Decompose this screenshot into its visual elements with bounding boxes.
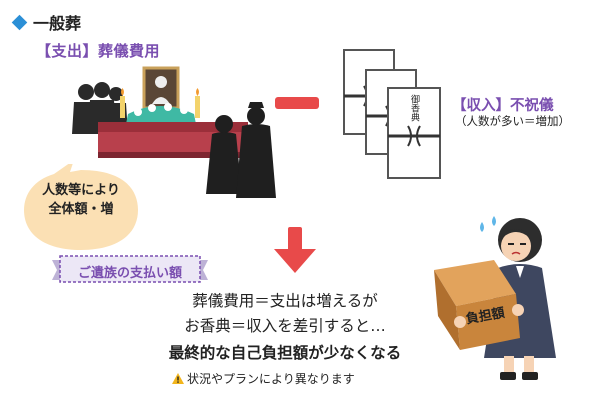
- speech-bubble-text: 人数等により 全体額・増: [22, 181, 140, 219]
- minus-sign: [275, 97, 319, 109]
- burden-box: 負担額: [434, 260, 520, 350]
- speech-bubble-line-1: 人数等により: [42, 183, 120, 198]
- candle-left: [120, 96, 125, 118]
- envelope-label: 御香典: [409, 93, 420, 122]
- section-title: 一般葬: [33, 14, 82, 33]
- expense-label: 【支出】葬儀費用: [36, 42, 161, 60]
- explanation-line-2: お香典＝収入を差引すると…: [184, 317, 386, 335]
- speech-bubble: [24, 164, 138, 250]
- ribbon-banner: [52, 255, 208, 283]
- woman-carrying-box-illustration: 負担額: [434, 216, 556, 380]
- income-label: 【収入】不祝儀: [452, 98, 554, 114]
- envelope: [387, 87, 441, 179]
- memorial-portrait: [142, 66, 180, 110]
- mourners-right-silhouette: [206, 102, 276, 198]
- disclaimer-note: 状況やプランにより異なります: [172, 370, 355, 387]
- warning-icon: [172, 373, 184, 384]
- explanation-line-1: 葬儀費用＝支出は増えるが: [192, 292, 378, 310]
- blue-diamond-icon: [11, 14, 28, 30]
- down-arrow-icon: [274, 227, 316, 273]
- income-note: （人数が多い＝増加）: [455, 114, 570, 128]
- disclaimer-text: 状況やプランにより異なります: [187, 372, 355, 386]
- box-label: 負担額: [465, 305, 506, 328]
- explanation-conclusion: 最終的な自己負担額が少なくなる: [168, 344, 402, 362]
- speech-bubble-line-2: 全体額・増: [48, 202, 114, 217]
- section-header: 一般葬: [11, 10, 82, 34]
- altar-flowers: [126, 103, 196, 124]
- koden-envelopes-illustration: 御香典: [343, 49, 441, 179]
- candle-right: [195, 96, 200, 118]
- funeral-altar-illustration: [72, 66, 276, 198]
- altar-top: [98, 122, 248, 132]
- ribbon-label: ご遺族の支払い額: [77, 266, 182, 281]
